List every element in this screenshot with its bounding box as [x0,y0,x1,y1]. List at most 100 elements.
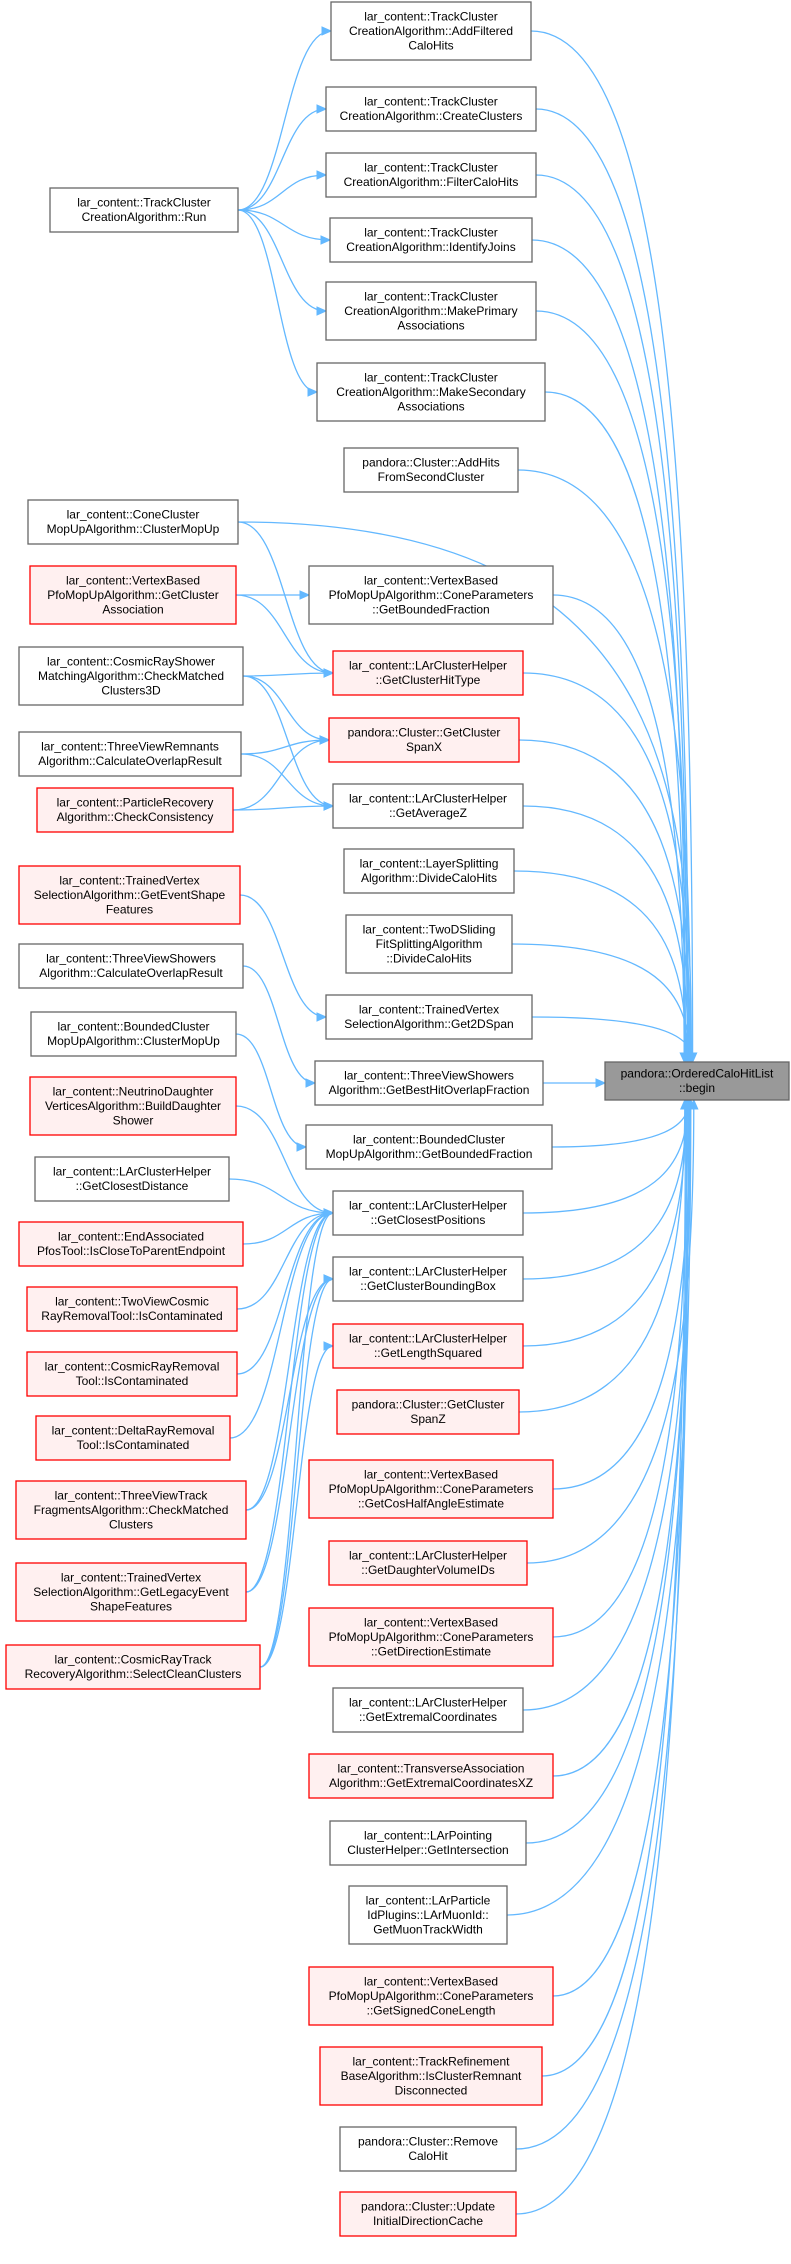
node-label-line: PfoMopUpAlgorithm::GetCluster [47,588,218,602]
node-box [29,1076,237,1136]
node-label-line: lar_content::NeutrinoDaughter [53,1084,214,1098]
graph-node[interactable]: lar_content::LayerSplittingAlgorithm::Di… [343,848,515,894]
arrow-head [307,387,319,397]
node-label-line: ::GetCosHalfAngleEstimate [358,1496,504,1510]
graph-node[interactable]: lar_content::ThreeViewTrackFragmentsAlgo… [15,1480,247,1540]
call-edge [232,805,334,811]
graph-node[interactable]: pandora::Cluster::UpdateInitialDirection… [339,2191,517,2237]
graph-node[interactable]: lar_content::ConeClusterMopUpAlgorithm::… [27,499,239,545]
node-label-line: Features [106,902,153,916]
graph-node[interactable]: lar_content::CosmicRayRemovalTool::IsCon… [26,1351,238,1397]
node-label-line: lar_content::TrackCluster [364,161,498,175]
graph-node[interactable]: lar_content::LArClusterHelper::GetLength… [332,1323,524,1369]
node-label-line: CreationAlgorithm::FilterCaloHits [344,175,519,189]
graph-node[interactable]: lar_content::TrackClusterCreationAlgorit… [330,1,532,61]
graph-node[interactable]: lar_content::VertexBasedPfoMopUpAlgorith… [308,1459,554,1519]
node-label-line: Tool::IsContaminated [77,1438,190,1452]
call-edge [242,675,334,807]
node-label-line: ::GetExtremalCoordinates [359,1710,497,1724]
graph-node[interactable]: lar_content::VertexBasedPfoMopUpAlgorith… [29,565,237,625]
call-edge [552,1099,690,1997]
graph-node[interactable]: lar_content::TrackClusterCreationAlgorit… [325,281,537,341]
node-label-line: SelectionAlgorithm::GetEventShape [34,888,226,902]
node-label-line: lar_content::LArClusterHelper [349,792,507,806]
node-box [319,2046,543,2106]
graph-node[interactable]: lar_content::LArClusterHelper::GetCluste… [332,1256,524,1302]
call-edge [515,1099,688,2215]
node-box [332,783,524,829]
graph-node[interactable]: lar_content::ThreeViewRemnantsAlgorithm:… [18,731,242,777]
arrow-head [299,590,311,600]
graph-node[interactable]: lar_content::CosmicRayTrackRecoveryAlgor… [5,1644,261,1690]
graph-node[interactable]: lar_content::LArClusterHelper::GetCloses… [332,1190,524,1236]
node-label-line: lar_content::TrackCluster [364,95,498,109]
graph-node[interactable]: lar_content::LArClusterHelper::GetDaught… [328,1540,528,1586]
node-label-line: Associations [397,318,464,332]
graph-node[interactable]: lar_content::LArClusterHelper::GetCluste… [332,650,524,696]
graph-node[interactable]: lar_content::LArPointingClusterHelper::G… [329,1820,527,1866]
graph-node[interactable]: lar_content::LArClusterHelper::GetExtrem… [332,1687,524,1733]
node-label-line: pandora::Cluster::GetCluster [352,1398,505,1412]
node-label-line: PfoMopUpAlgorithm::ConeParameters [329,588,534,602]
graph-node[interactable]: lar_content::TrackClusterCreationAlgorit… [316,362,546,422]
node-label-line: FromSecondCluster [378,470,485,484]
graph-node[interactable]: lar_content::VertexBasedPfoMopUpAlgorith… [308,1607,554,1667]
node-box [330,1,532,61]
node-label-line: Clusters3D [101,683,161,697]
graph-node[interactable]: lar_content::TwoViewCosmicRayRemovalTool… [26,1286,238,1332]
graph-node[interactable]: lar_content::TrackClusterCreationAlgorit… [325,86,537,132]
node-label-line: lar_content::VertexBased [364,1467,498,1481]
graph-node[interactable]: lar_content::TrackClusterCreationAlgorit… [329,217,533,263]
call-edge [237,108,327,211]
node-label-line: RecoveryAlgorithm::SelectCleanClusters [25,1667,242,1681]
node-label-line: lar_content::TrackCluster [364,226,498,240]
call-edge [242,675,330,741]
node-label-line: Tool::IsContaminated [76,1374,189,1388]
target-node[interactable]: pandora::OrderedCaloHitList::begin [604,1061,790,1101]
node-label-line: pandora::Cluster::Update [361,2200,495,2214]
graph-node[interactable]: lar_content::TwoDSlidingFitSplittingAlgo… [345,914,513,974]
graph-node[interactable]: lar_content::TrainedVertexSelectionAlgor… [325,994,533,1040]
node-box [18,731,242,777]
node-label-line: pandora::Cluster::GetCluster [348,726,501,740]
graph-node[interactable]: lar_content::TrainedVertexSelectionAlgor… [18,865,241,925]
node-box [49,187,239,233]
graph-node[interactable]: lar_content::VertexBasedPfoMopUpAlgorith… [308,565,554,625]
node-label-line: MatchingAlgorithm::CheckMatched [38,669,224,683]
graph-node[interactable]: lar_content::VertexBasedPfoMopUpAlgorith… [308,1966,554,2026]
call-edge [530,30,694,1063]
graph-node[interactable]: lar_content::ThreeViewShowersAlgorithm::… [314,1060,544,1106]
node-label-line: lar_content::TrackCluster [77,196,211,210]
graph-node[interactable]: lar_content::TrackClusterCreationAlgorit… [49,187,239,233]
call-edge [245,1212,334,1511]
graph-node[interactable]: lar_content::DeltaRayRemovalTool::IsCont… [35,1415,231,1461]
graph-node[interactable]: lar_content::CosmicRayShowerMatchingAlgo… [18,646,244,706]
node-box [325,281,537,341]
call-edge [232,739,330,811]
graph-node[interactable]: lar_content::LArParticleIdPlugins::LArMu… [348,1885,508,1945]
graph-node[interactable]: lar_content::BoundedClusterMopUpAlgorith… [305,1124,553,1170]
graph-node[interactable]: lar_content::LArClusterHelper::GetAverag… [332,783,524,829]
node-label-line: lar_content::ParticleRecovery [57,796,214,810]
node-label-line: ShapeFeatures [90,1599,172,1613]
graph-node[interactable]: lar_content::TrackClusterCreationAlgorit… [325,152,537,198]
graph-node[interactable]: lar_content::EndAssociatedPfosTool::IsCl… [18,1221,244,1267]
node-box [332,1323,524,1369]
node-label-line: SelectionAlgorithm::Get2DSpan [344,1017,513,1031]
graph-node[interactable]: lar_content::TransverseAssociationAlgori… [308,1753,554,1799]
graph-node[interactable]: lar_content::TrainedVertexSelectionAlgor… [15,1562,247,1622]
graph-node[interactable]: pandora::Cluster::AddHitsFromSecondClust… [343,447,519,493]
graph-node[interactable]: lar_content::BoundedClusterMopUpAlgorith… [30,1011,237,1057]
graph-node[interactable]: lar_content::NeutrinoDaughterVerticesAlg… [29,1076,237,1136]
node-label-line: ::GetClosestDistance [76,1179,189,1193]
graph-node[interactable]: lar_content::ThreeViewShowersAlgorithm::… [18,943,244,989]
graph-node[interactable]: lar_content::ParticleRecoveryAlgorithm::… [36,787,234,833]
graph-node[interactable]: lar_content::TrackRefinementBaseAlgorith… [319,2046,543,2106]
node-label-line: pandora::OrderedCaloHitList [621,1067,774,1081]
node-label-line: lar_content::VertexBased [66,573,200,587]
graph-node[interactable]: lar_content::LArClusterHelper::GetCloses… [34,1156,230,1202]
node-label-line: FitSplittingAlgorithm [376,937,483,951]
